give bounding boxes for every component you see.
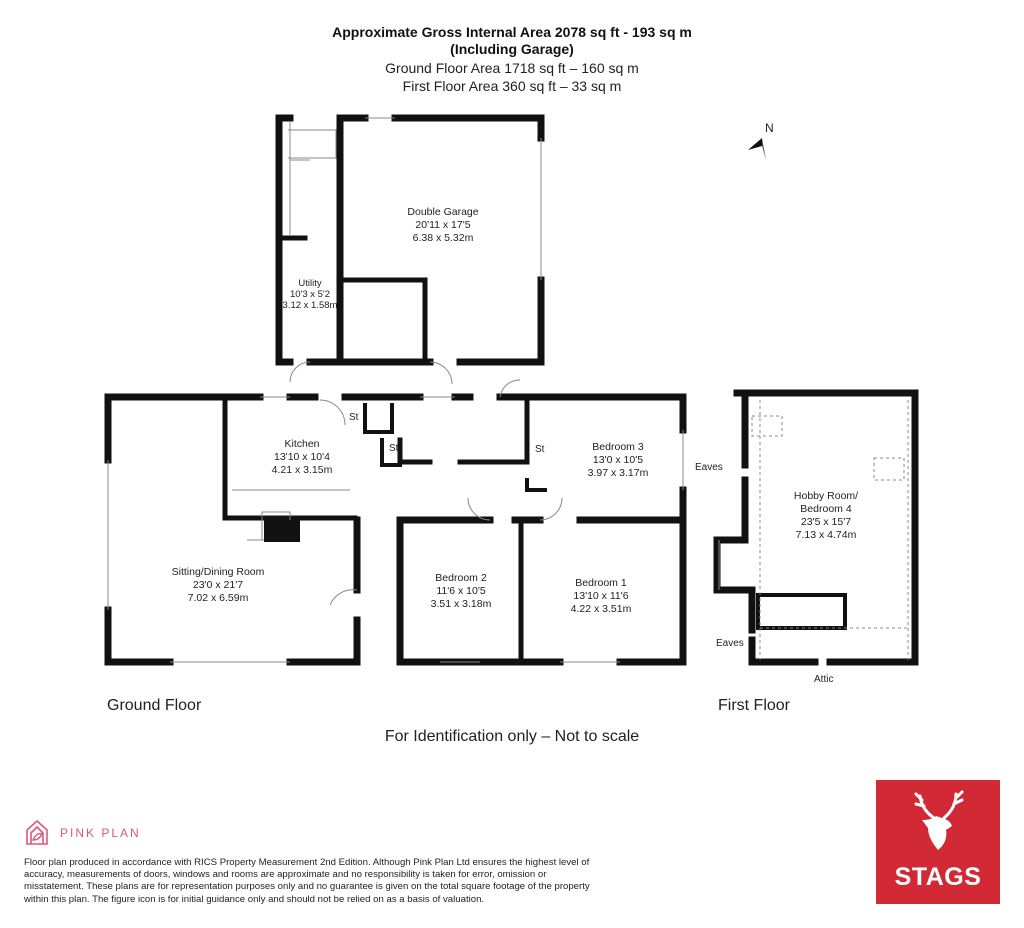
room-metric: 7.13 x 4.74m	[795, 529, 857, 541]
room-imperial: 11'6 x 10'5	[436, 585, 486, 597]
first-floor-area: First Floor Area 360 sq ft – 33 sq m	[402, 78, 622, 94]
room-metric: 7.02 x 6.59m	[187, 592, 249, 604]
room-metric: 3.97 x 3.17m	[587, 467, 649, 479]
room-imperial: 23'0 x 21'7	[192, 579, 244, 591]
room-name: Double Garage	[407, 206, 479, 218]
room-imperial: 10'3 x 5'2	[289, 289, 331, 300]
north-arrow-icon	[748, 138, 766, 160]
room-name: Bedroom 3	[592, 441, 644, 453]
compass-label: N	[765, 121, 774, 135]
room-metric: 4.21 x 3.15m	[271, 464, 333, 476]
room-name: Hobby Room/	[793, 490, 859, 502]
pink-plan-logo-icon	[26, 819, 48, 845]
chimney-breast	[264, 520, 300, 542]
room-imperial: 20'11 x 17'5	[415, 219, 471, 231]
room-name: Sitting/Dining Room	[171, 566, 265, 578]
room-name-line-2: Bedroom 4	[800, 503, 852, 515]
room-imperial: 13'0 x 10'5	[592, 454, 644, 466]
room-name: Utility	[298, 278, 322, 289]
first-floor-label: First Floor	[718, 697, 790, 714]
room-name: Kitchen	[284, 438, 320, 450]
stags-logo: STAGS	[876, 780, 1000, 904]
gross-area-title: Approximate Gross Internal Area 2078 sq …	[332, 24, 692, 40]
attic-label: Attic	[814, 674, 834, 685]
ground-floor-area: Ground Floor Area 1718 sq ft – 160 sq m	[385, 60, 639, 76]
ground-floor-label: Ground Floor	[107, 697, 202, 714]
walls	[104, 114, 919, 666]
room-metric: 6.38 x 5.32m	[412, 232, 474, 244]
stag-head-icon	[914, 790, 964, 850]
room-metric: 3.51 x 3.18m	[430, 598, 492, 610]
room-name: Bedroom 2	[435, 572, 487, 584]
disclaimer: Floor plan produced in accordance with R…	[24, 857, 590, 905]
room-name: Bedroom 1	[575, 577, 627, 589]
room-imperial: 13'10 x 10'4	[274, 451, 330, 463]
eaves-label: Eaves	[695, 462, 723, 473]
room-imperial: 23'5 x 15'7	[800, 516, 852, 528]
pink-plan-brand: PINK PLAN	[60, 826, 141, 840]
room-metric: 3.12 x 1.58m	[282, 300, 338, 311]
store-label: St	[349, 412, 359, 423]
including-garage: (Including Garage)	[450, 41, 574, 57]
room-imperial: 13'10 x 11'6	[573, 590, 629, 602]
room-metric: 4.22 x 3.51m	[570, 603, 632, 615]
store-label: St	[389, 443, 399, 454]
stags-wordmark: STAGS	[894, 863, 982, 891]
eaves-label: Eaves	[716, 638, 744, 649]
store-label: St	[535, 444, 545, 455]
not-to-scale-note: For Identification only – Not to scale	[384, 728, 640, 745]
